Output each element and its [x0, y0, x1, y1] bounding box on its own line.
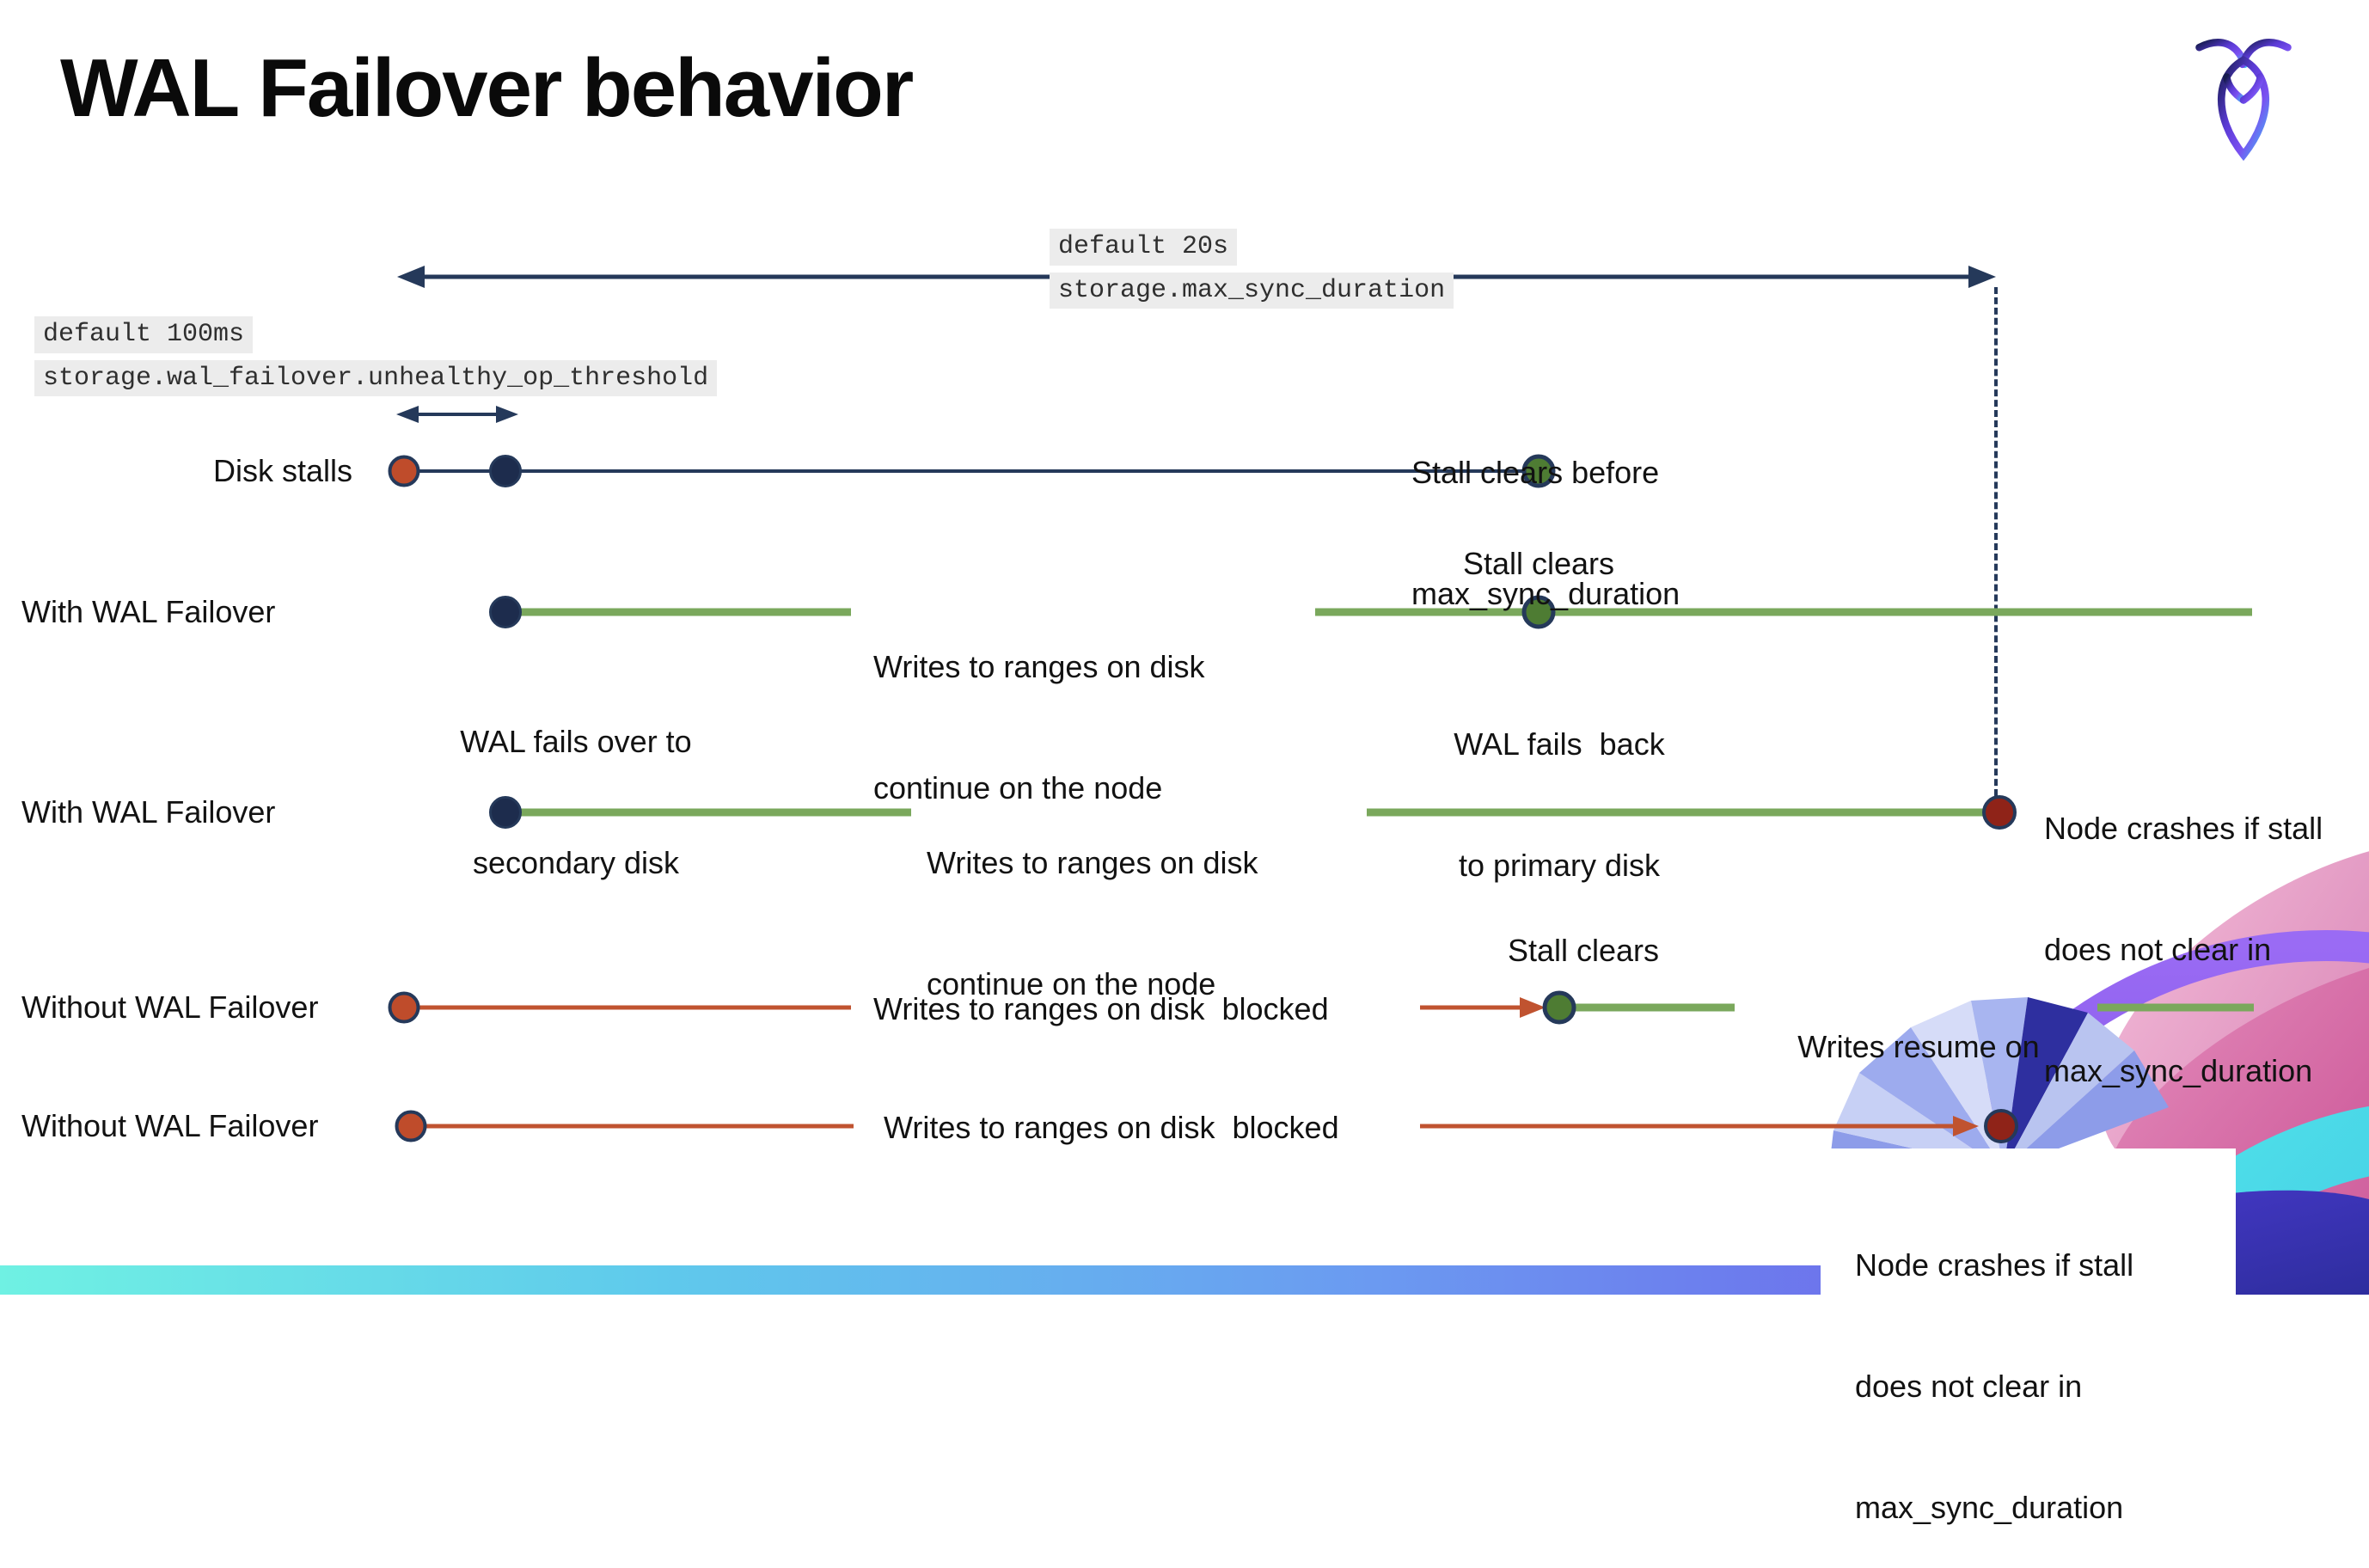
- row-label-without-wal-failover-1: Without WAL Failover: [21, 989, 319, 1025]
- wal-failover-slide: { "title": "WAL Failover behavior", "log…: [0, 39, 2369, 1525]
- writes-blocked-line: [404, 1005, 851, 1010]
- page-title: WAL Failover behavior: [60, 42, 914, 134]
- row-label-with-wal-failover-1: With WAL Failover: [21, 594, 276, 629]
- writes-resume-line: [1575, 1003, 1735, 1012]
- note-line: Writes resume on: [1797, 1029, 2040, 1064]
- note-line: continue on the node: [873, 770, 1163, 805]
- node-crash-note: Node crashes if stall does not clear in …: [1855, 1164, 2133, 1568]
- note-line: Node crashes if stall: [2044, 811, 2323, 846]
- note-line: to primary disk: [1458, 848, 1661, 883]
- failover-trigger-dot: [489, 596, 522, 628]
- note-line: max_sync_duration: [2044, 1053, 2313, 1088]
- cockroachdb-logo-icon: [2195, 39, 2292, 162]
- arrow-right-icon: [496, 406, 518, 423]
- node-crash-note: Node crashes if stall does not clear in …: [2044, 727, 2323, 1131]
- stall-clear-dot: [1521, 595, 1556, 629]
- node-crash-card: [1821, 1148, 2236, 1295]
- unhealthy-op-threshold-label: default 100ms storage.wal_failover.unhea…: [34, 316, 718, 396]
- stall-clears-note: Stall clears: [1507, 933, 1660, 968]
- disk-stall-timeline: [404, 469, 1539, 473]
- note-line: Node crashes if stall: [1855, 1247, 2134, 1283]
- writes-continue-line: [516, 608, 851, 616]
- unhealthy-op-threshold-arrow: [407, 413, 508, 416]
- note-line: continue on the node: [927, 966, 1216, 1001]
- writes-blocked-line: [1420, 1124, 1953, 1129]
- writes-continue-line: [1315, 608, 2252, 616]
- note-line: Writes to ranges on disk: [873, 649, 1205, 684]
- stall-clears-note: Stall clears: [1462, 546, 1615, 581]
- writes-continue-line: [516, 808, 911, 817]
- note-line: WAL fails over to: [460, 724, 692, 759]
- wal-failover-note: WAL fails over to secondary disk: [447, 640, 705, 923]
- writes-blocked-note: Writes to ranges on disk blocked: [873, 991, 1329, 1026]
- note-line: WAL fails back: [1454, 726, 1665, 762]
- node-crash-dot: [1984, 1109, 2018, 1143]
- arrow-right-icon: [1953, 1116, 1979, 1136]
- failover-trigger-dot: [489, 796, 522, 829]
- arrow-right-icon: [1968, 266, 1996, 288]
- writes-continue-line: [1367, 808, 1991, 817]
- arrow-left-icon: [397, 266, 425, 288]
- row-label-without-wal-failover-2: Without WAL Failover: [21, 1108, 319, 1143]
- writes-continue-note: Writes to ranges on disk continue on the…: [873, 566, 1205, 848]
- note-line: does not clear in: [1855, 1369, 2083, 1404]
- disk-stall-start-dot: [388, 991, 420, 1024]
- note-line: Stall clears before: [1411, 455, 1660, 490]
- note-line: does not clear in: [2044, 932, 2272, 967]
- row-label-with-wal-failover-2: With WAL Failover: [21, 794, 276, 830]
- arrow-left-icon: [396, 406, 419, 423]
- timeline-dashed-connector: [1994, 287, 1998, 796]
- max-sync-duration-label: default 20s storage.max_sync_duration: [1050, 229, 1454, 309]
- disk-stall-start-dot: [395, 1110, 427, 1142]
- writes-blocked-line: [1420, 1005, 1521, 1010]
- unhealthy-op-threshold-setting-chip: storage.wal_failover.unhealthy_op_thresh…: [34, 359, 718, 396]
- writes-continue-note: Writes to ranges on disk continue on the…: [927, 762, 1258, 1044]
- wal-failback-note: WAL fails back to primary disk: [1430, 643, 1688, 926]
- note-line: max_sync_duration: [1855, 1490, 2124, 1525]
- stall-clears-before-note: Stall clears before max_sync_duration: [1411, 371, 1680, 654]
- failover-threshold-dot: [489, 455, 522, 487]
- max-sync-duration-setting-chip: storage.max_sync_duration: [1050, 272, 1454, 309]
- note-line: Writes to ranges on disk: [927, 845, 1258, 880]
- stall-clear-dot: [1521, 454, 1556, 488]
- disk-stall-start-dot: [388, 455, 420, 487]
- stall-clear-dot: [1542, 990, 1576, 1025]
- writes-resume-line: [2097, 1003, 2254, 1012]
- writes-blocked-note: Writes to ranges on disk blocked: [884, 1110, 1339, 1145]
- writes-blocked-line: [411, 1124, 854, 1129]
- default-20s-chip: default 20s: [1050, 229, 1238, 266]
- node-crash-dot: [1982, 795, 2017, 830]
- row-label-disk-stalls: Disk stalls: [212, 453, 352, 488]
- note-line: max_sync_duration: [1411, 576, 1680, 611]
- default-100ms-chip: default 100ms: [34, 316, 254, 353]
- arrow-right-icon: [1520, 997, 1546, 1018]
- note-line: secondary disk: [472, 845, 680, 880]
